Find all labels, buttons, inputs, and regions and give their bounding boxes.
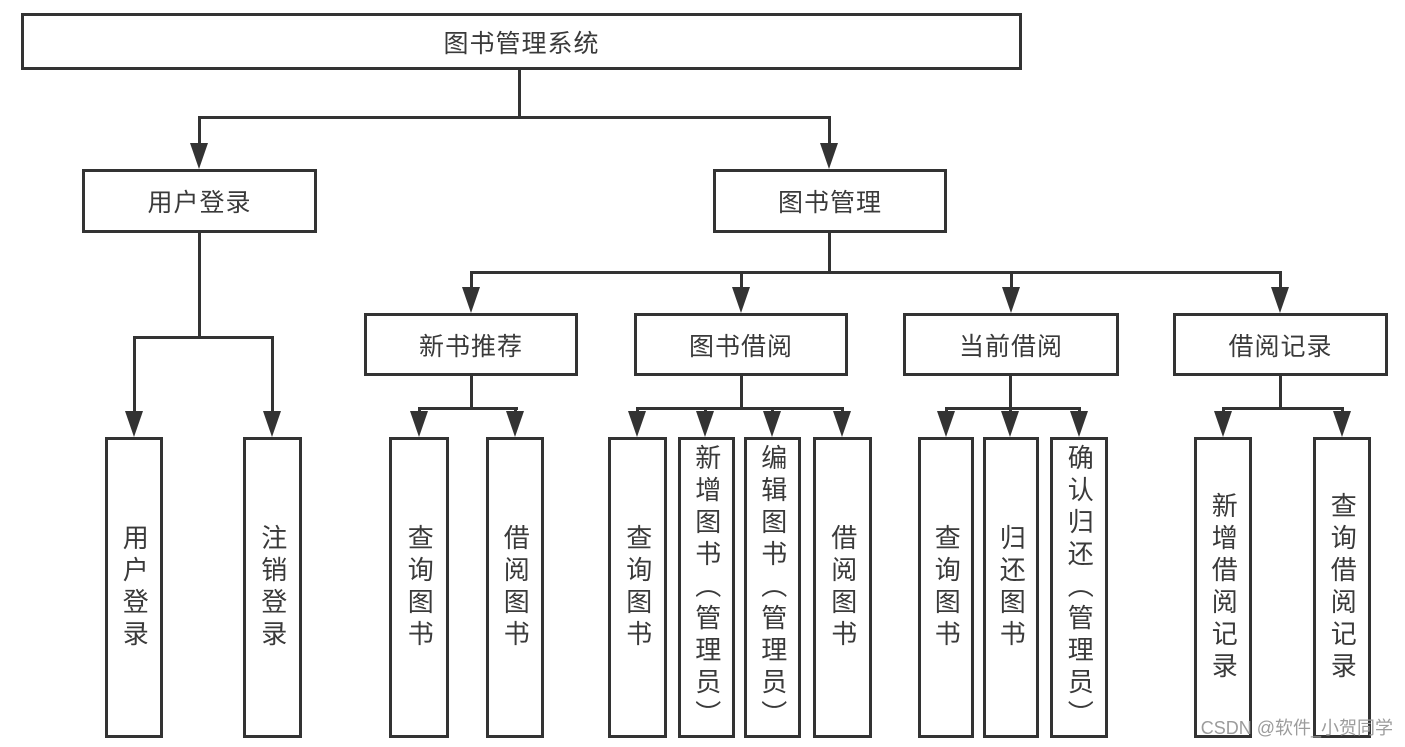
node-borrow-records: 借阅记录 [1173, 313, 1388, 376]
arrow-down-icon [1001, 411, 1019, 437]
connector-line [1222, 407, 1344, 410]
connector-line [418, 407, 518, 410]
connector-line [841, 407, 844, 413]
node-borrow-records-label: 借阅记录 [1228, 332, 1333, 361]
leaf-query-borrow-record: 查询借阅记录 [1313, 437, 1371, 738]
arrow-down-icon [410, 411, 428, 437]
leaf-confirm-return-admin: 确认归还（管理员） [1050, 437, 1108, 738]
connector-line [470, 376, 473, 410]
connector-line [418, 407, 421, 413]
connector-line [198, 233, 201, 339]
leaf-recommend-query-books-label: 查询图书 [404, 523, 435, 652]
leaf-add-borrow-record-label: 新增借阅记录 [1208, 491, 1239, 684]
arrow-down-icon [462, 287, 480, 313]
arrow-down-icon [696, 411, 714, 437]
connector-line [636, 407, 639, 413]
connector-line [1279, 271, 1282, 287]
node-new-book-recommend: 新书推荐 [364, 313, 578, 376]
leaf-confirm-return-admin-label: 确认归还（管理员） [1064, 443, 1095, 732]
watermark: CSDN @软件_小贺同学 [1200, 718, 1393, 738]
connector-line [198, 116, 831, 119]
connector-line [1279, 376, 1282, 410]
connector-line [198, 116, 201, 143]
leaf-current-query-books-label: 查询图书 [931, 523, 962, 652]
connector-line [1341, 407, 1344, 413]
leaf-add-books-admin: 新增图书（管理员） [678, 437, 735, 738]
connector-line [945, 407, 948, 413]
node-root-label: 图书管理系统 [443, 29, 600, 58]
node-book-borrow: 图书借阅 [634, 313, 848, 376]
leaf-borrow-books: 借阅图书 [813, 437, 872, 738]
arrow-down-icon [263, 411, 281, 437]
connector-line [1222, 407, 1225, 413]
leaf-borrow-query-books: 查询图书 [608, 437, 667, 738]
leaf-return-books-label: 归还图书 [996, 523, 1027, 652]
node-user-login-label: 用户登录 [147, 189, 252, 217]
connector-line [133, 336, 136, 411]
arrow-down-icon [820, 143, 838, 169]
node-user-login: 用户登录 [82, 169, 317, 233]
arrow-down-icon [1214, 411, 1232, 437]
connector-line [828, 233, 831, 274]
leaf-recommend-query-books: 查询图书 [389, 437, 449, 738]
connector-line [636, 407, 844, 410]
node-book-borrow-label: 图书借阅 [688, 332, 793, 361]
arrow-down-icon [1002, 287, 1020, 313]
node-new-book-recommend-label: 新书推荐 [418, 332, 523, 361]
connector-line [470, 271, 1282, 274]
node-book-management: 图书管理 [713, 169, 947, 233]
leaf-user-login-label: 用户登录 [119, 523, 150, 652]
connector-line [271, 336, 274, 411]
leaf-edit-books-admin: 编辑图书（管理员） [744, 437, 801, 738]
arrow-down-icon [506, 411, 524, 437]
node-root: 图书管理系统 [21, 13, 1022, 70]
connector-line [1009, 407, 1012, 413]
arrow-down-icon [937, 411, 955, 437]
connector-line [740, 376, 743, 410]
arrow-down-icon [628, 411, 646, 437]
connector-line [704, 407, 707, 413]
connector-line [740, 271, 743, 287]
node-current-borrow: 当前借阅 [903, 313, 1119, 376]
leaf-query-borrow-record-label: 查询借阅记录 [1327, 491, 1358, 684]
arrow-down-icon [763, 411, 781, 437]
connector-line [828, 116, 831, 143]
leaf-user-login: 用户登录 [105, 437, 163, 738]
arrow-down-icon [833, 411, 851, 437]
connector-line [514, 407, 517, 413]
connector-line [1010, 271, 1013, 287]
leaf-borrow-books-label: 借阅图书 [827, 523, 858, 652]
arrow-down-icon [190, 143, 208, 169]
arrow-down-icon [1070, 411, 1088, 437]
connector-line [945, 407, 1081, 410]
leaf-add-books-admin-label: 新增图书（管理员） [691, 443, 722, 732]
leaf-borrow-query-books-label: 查询图书 [622, 523, 653, 652]
connector-line [518, 69, 521, 117]
arrow-down-icon [1333, 411, 1351, 437]
node-book-management-label: 图书管理 [777, 189, 882, 217]
leaf-current-query-books: 查询图书 [918, 437, 974, 738]
leaf-add-borrow-record: 新增借阅记录 [1194, 437, 1252, 738]
leaf-logout-label: 注销登录 [257, 523, 288, 652]
connector-line [771, 407, 774, 413]
leaf-logout: 注销登录 [243, 437, 302, 738]
node-current-borrow-label: 当前借阅 [958, 332, 1063, 361]
connector-line [1009, 376, 1012, 410]
connector-line [133, 336, 274, 339]
leaf-recommend-borrow-books: 借阅图书 [486, 437, 544, 738]
leaf-edit-books-admin-label: 编辑图书（管理员） [757, 443, 788, 732]
arrow-down-icon [125, 411, 143, 437]
connector-line [1078, 407, 1081, 413]
arrow-down-icon [1271, 287, 1289, 313]
connector-line [470, 271, 473, 287]
arrow-down-icon [732, 287, 750, 313]
leaf-return-books: 归还图书 [983, 437, 1039, 738]
leaf-recommend-borrow-books-label: 借阅图书 [500, 523, 531, 652]
